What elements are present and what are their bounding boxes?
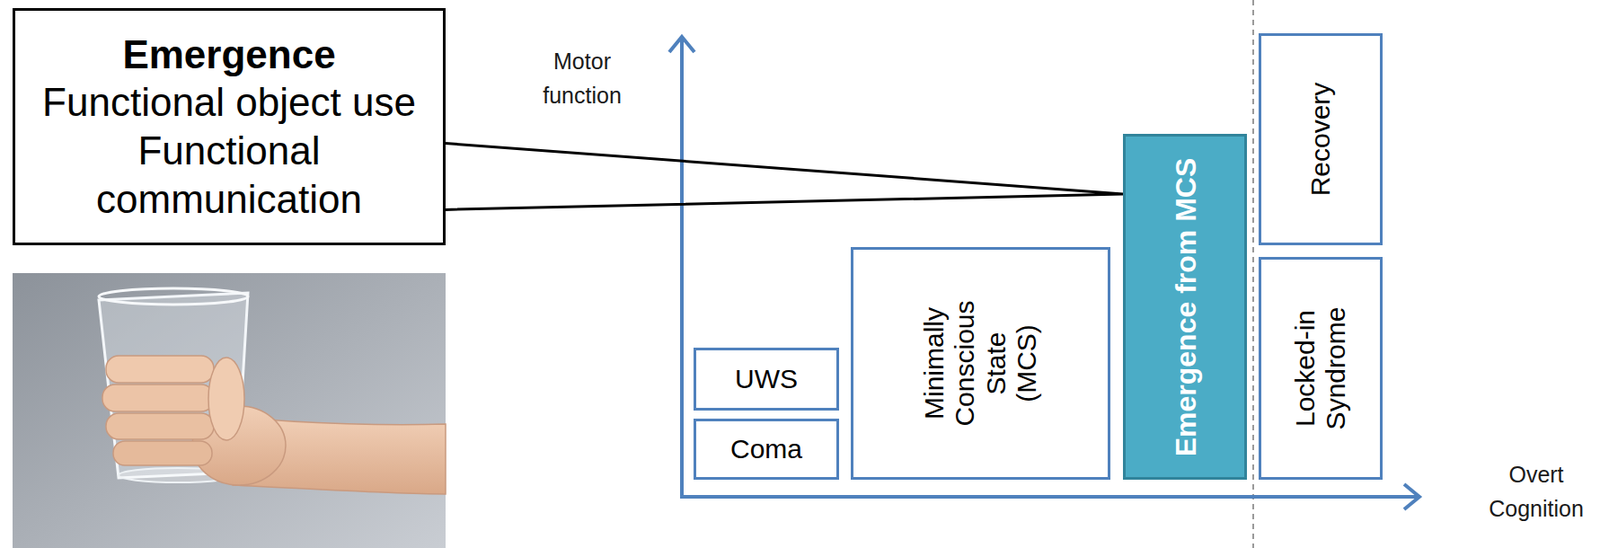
finger: [106, 355, 214, 383]
callout-item: Functional object use: [42, 78, 416, 127]
y-axis: [680, 38, 684, 497]
x-axis-arrowhead: [1404, 484, 1420, 510]
state-label: Minimally Conscious State (MCS): [919, 296, 1044, 432]
photo-background: [12, 273, 446, 548]
finger: [106, 413, 214, 440]
callout-box: EmergenceFunctional object useFunctional…: [12, 8, 446, 246]
axis-label: Overt Cognition: [1480, 458, 1593, 526]
callout-item: Functional communication: [27, 126, 431, 223]
rotated-text-frame: Locked-in Syndrome: [1261, 259, 1380, 478]
rotated-text-frame: Recovery: [1261, 35, 1380, 243]
state-box: Minimally Conscious State (MCS): [850, 247, 1111, 480]
dashed-divider: [1252, 0, 1255, 548]
x-axis: [680, 495, 1418, 499]
callout-heading: Emergence: [122, 30, 336, 80]
state-box: UWS: [693, 347, 840, 411]
state-box: Coma: [693, 418, 840, 480]
highlight-state-box: Emergence from MCS: [1122, 133, 1247, 480]
state-box: Recovery: [1258, 33, 1383, 246]
state-box: Locked-in Syndrome: [1258, 256, 1383, 480]
finger: [113, 441, 213, 466]
axis-label: Motor function: [531, 44, 633, 113]
rotated-text-frame: Minimally Conscious State (MCS): [853, 249, 1108, 478]
y-axis-arrowhead: [669, 36, 695, 53]
rotated-text-frame: Emergence from MCS: [1125, 136, 1245, 478]
state-label: Locked-in Syndrome: [1290, 300, 1353, 436]
state-label: UWS: [734, 363, 798, 396]
state-label: Coma: [730, 433, 803, 466]
hand-glass-photo: [12, 273, 446, 548]
finger: [102, 384, 214, 412]
glass-rim: [98, 288, 248, 305]
callout-leader: [445, 142, 1123, 210]
thumb: [208, 357, 245, 441]
state-label: Emergence from MCS: [1168, 157, 1203, 457]
state-label: Recovery: [1305, 82, 1337, 197]
